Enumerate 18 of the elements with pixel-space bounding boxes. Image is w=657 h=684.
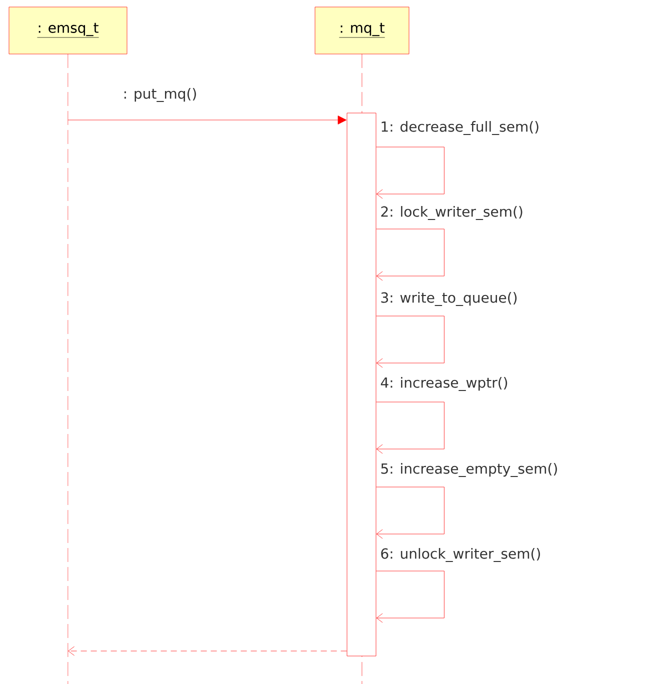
arrow — [68, 646, 347, 656]
arrow — [376, 228, 444, 281]
arrow — [376, 316, 444, 368]
activation-bar — [346, 112, 376, 656]
arrow — [68, 116, 347, 124]
edge-label: 5: increase_empty_sem() — [381, 463, 557, 477]
arrow — [376, 146, 444, 199]
edge-label: : put_mq() — [124, 88, 196, 102]
object-box: : emsq_t — [8, 6, 128, 54]
arrow — [376, 486, 444, 539]
edge-label: 1: decrease_full_sem() — [382, 121, 538, 135]
edge-label: 2: lock_writer_sem() — [381, 206, 522, 220]
arrow — [376, 402, 444, 454]
edge-label: 3: write_to_queue() — [381, 292, 517, 306]
edge-label: 4: increase_wptr() — [380, 377, 508, 391]
edge-label: 6: unlock_writer_sem() — [381, 548, 540, 562]
object-box: : mq_t — [314, 6, 410, 54]
arrow — [376, 570, 444, 623]
